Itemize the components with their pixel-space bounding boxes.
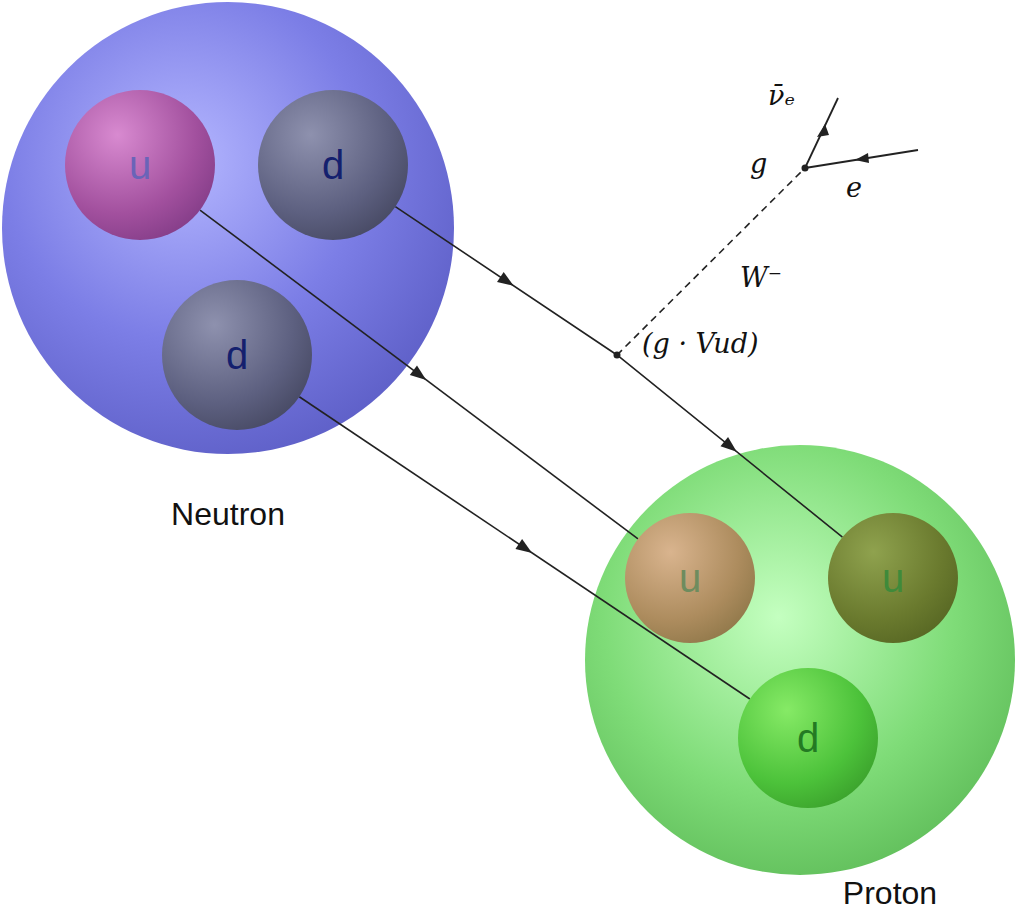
quark-label: d xyxy=(226,335,248,375)
arrowhead xyxy=(721,437,737,452)
particle-symbol: (g · Vud) xyxy=(642,328,759,360)
w-boson-line xyxy=(617,168,805,355)
electron-line xyxy=(805,150,918,168)
quark-circle: u xyxy=(828,513,958,643)
particle-symbol: W⁻ xyxy=(740,262,782,294)
arrowhead xyxy=(515,539,532,553)
particle-symbol: ν̄ₑ xyxy=(768,80,795,112)
lepton-vertex xyxy=(802,165,809,172)
antineutrino-line xyxy=(805,98,838,168)
hadron-circle: Neutronudd xyxy=(2,2,454,454)
quark-vertex xyxy=(614,352,621,359)
quark-label: u xyxy=(679,558,701,598)
quark-label: u xyxy=(129,145,151,185)
hadron-circle: Protonuud xyxy=(585,445,1015,875)
particle-name: Proton xyxy=(790,876,990,911)
quark-label: d xyxy=(322,145,344,185)
particle-name: Neutron xyxy=(2,497,454,532)
arrowhead xyxy=(410,366,426,380)
particle-symbol: g xyxy=(750,148,767,180)
quark-label: d xyxy=(797,718,819,758)
arrowhead xyxy=(497,272,514,286)
particle-symbol: e xyxy=(846,172,862,204)
electron-arrowhead xyxy=(855,153,869,163)
quark-circle: u xyxy=(65,90,215,240)
quark-circle: d xyxy=(162,280,312,430)
quark-label: u xyxy=(882,558,904,598)
quark-circle: d xyxy=(738,668,878,808)
quark-circle: u xyxy=(625,513,755,643)
antineutrino-arrowhead xyxy=(817,124,829,137)
quark-circle: d xyxy=(258,90,408,240)
